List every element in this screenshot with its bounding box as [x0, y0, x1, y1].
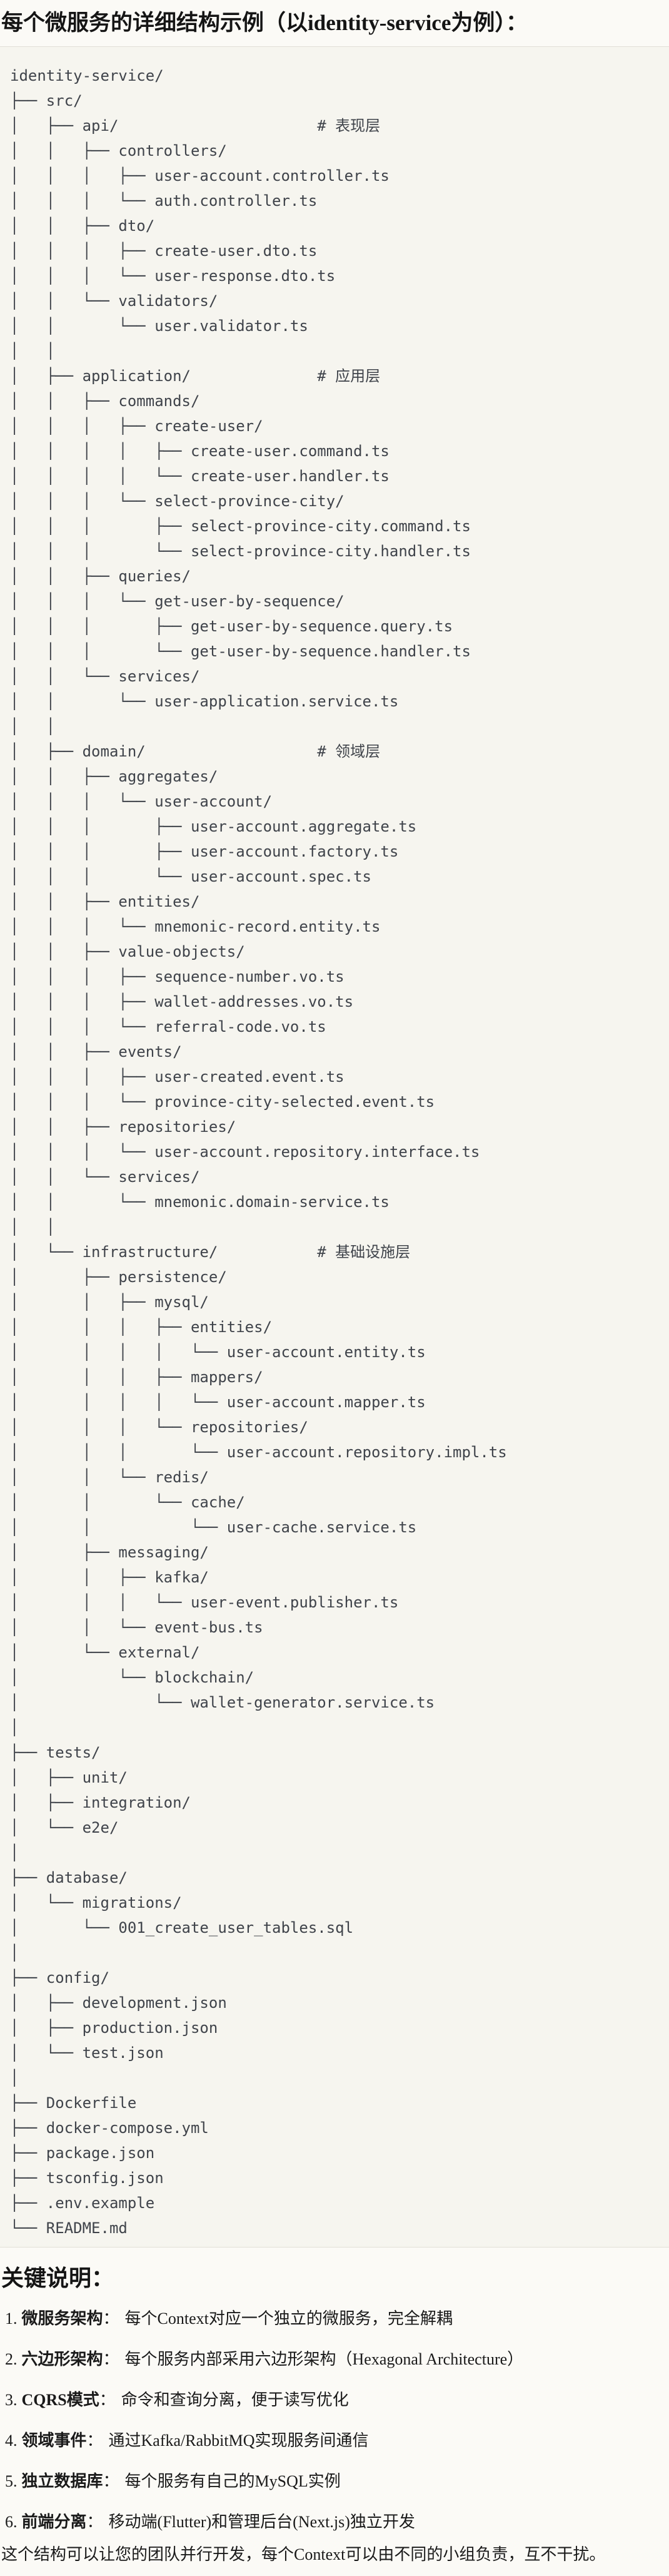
notes-list: 1.微服务架构：每个Context对应一个独立的微服务，完全解耦 2.六边形架构… — [0, 2308, 669, 2533]
note-description: 每个Context对应一个独立的微服务，完全解耦 — [124, 2309, 453, 2328]
note-description: 每个服务有自己的MySQL实例 — [124, 2472, 341, 2490]
note-label: 领域事件 — [21, 2431, 87, 2450]
note-label: CQRS模式 — [21, 2391, 99, 2409]
note-item-1: 1.微服务架构： 每个Context对应一个独立的微服务，完全解耦 — [5, 2308, 661, 2330]
note-item-5: 5.独立数据库： 每个服务有自己的MySQL实例 — [5, 2470, 661, 2493]
notes-section: 关键说明： 1.微服务架构：每个Context对应一个独立的微服务，完全解耦 2… — [0, 2264, 669, 2566]
note-item-2: 2.六边形架构： 每个服务内部采用六边形架构（Hexagonal Architec… — [5, 2348, 661, 2371]
note-label: 独立数据库 — [21, 2472, 103, 2490]
note-item-6: 6.前端分离： 移动端(Flutter)和管理后台(Next.js)独立开发 — [5, 2511, 661, 2533]
note-separator: ： — [86, 2431, 103, 2450]
notes-heading: 关键说明： — [1, 2266, 114, 2291]
note-label: 前端分离 — [21, 2513, 87, 2531]
note-description: 命令和查询分离，便于读写优化 — [121, 2391, 349, 2409]
note-description: 每个服务内部采用六边形架构（Hexagonal Architecture） — [124, 2350, 524, 2368]
note-description: 移动端(Flutter)和管理后台(Next.js)独立开发 — [108, 2513, 415, 2531]
note-number: 3. — [5, 2391, 18, 2409]
note-separator: ： — [86, 2513, 103, 2531]
note-label: 六边形架构 — [21, 2350, 103, 2368]
note-number: 1. — [5, 2309, 18, 2328]
note-description: 通过Kafka/RabbitMQ实现服务间通信 — [108, 2431, 369, 2450]
note-item-3: 3.CQRS模式： 命令和查询分离，便于读写优化 — [5, 2389, 661, 2411]
note-number: 2. — [5, 2350, 18, 2368]
closing-paragraph: 这个结构可以让您的团队并行开发，每个Context可以由不同的小组负责，互不干扰… — [1, 2545, 606, 2563]
directory-tree: identity-service/ ├── src/ │ ├── api/ # … — [10, 67, 507, 2237]
note-separator: ： — [99, 2391, 116, 2409]
note-separator: ： — [103, 2472, 119, 2490]
code-block: identity-service/ ├── src/ │ ├── api/ # … — [0, 46, 669, 2248]
note-separator: ： — [103, 2309, 119, 2328]
note-item-4: 4.领域事件： 通过Kafka/RabbitMQ实现服务间通信 — [5, 2430, 661, 2452]
note-separator: ： — [103, 2350, 119, 2368]
note-number: 4. — [5, 2431, 18, 2450]
page-title: 每个微服务的详细结构示例（以identity-service为例）： — [1, 11, 528, 35]
note-label: 微服务架构 — [21, 2309, 103, 2328]
note-number: 6. — [5, 2513, 18, 2531]
note-number: 5. — [5, 2472, 18, 2490]
